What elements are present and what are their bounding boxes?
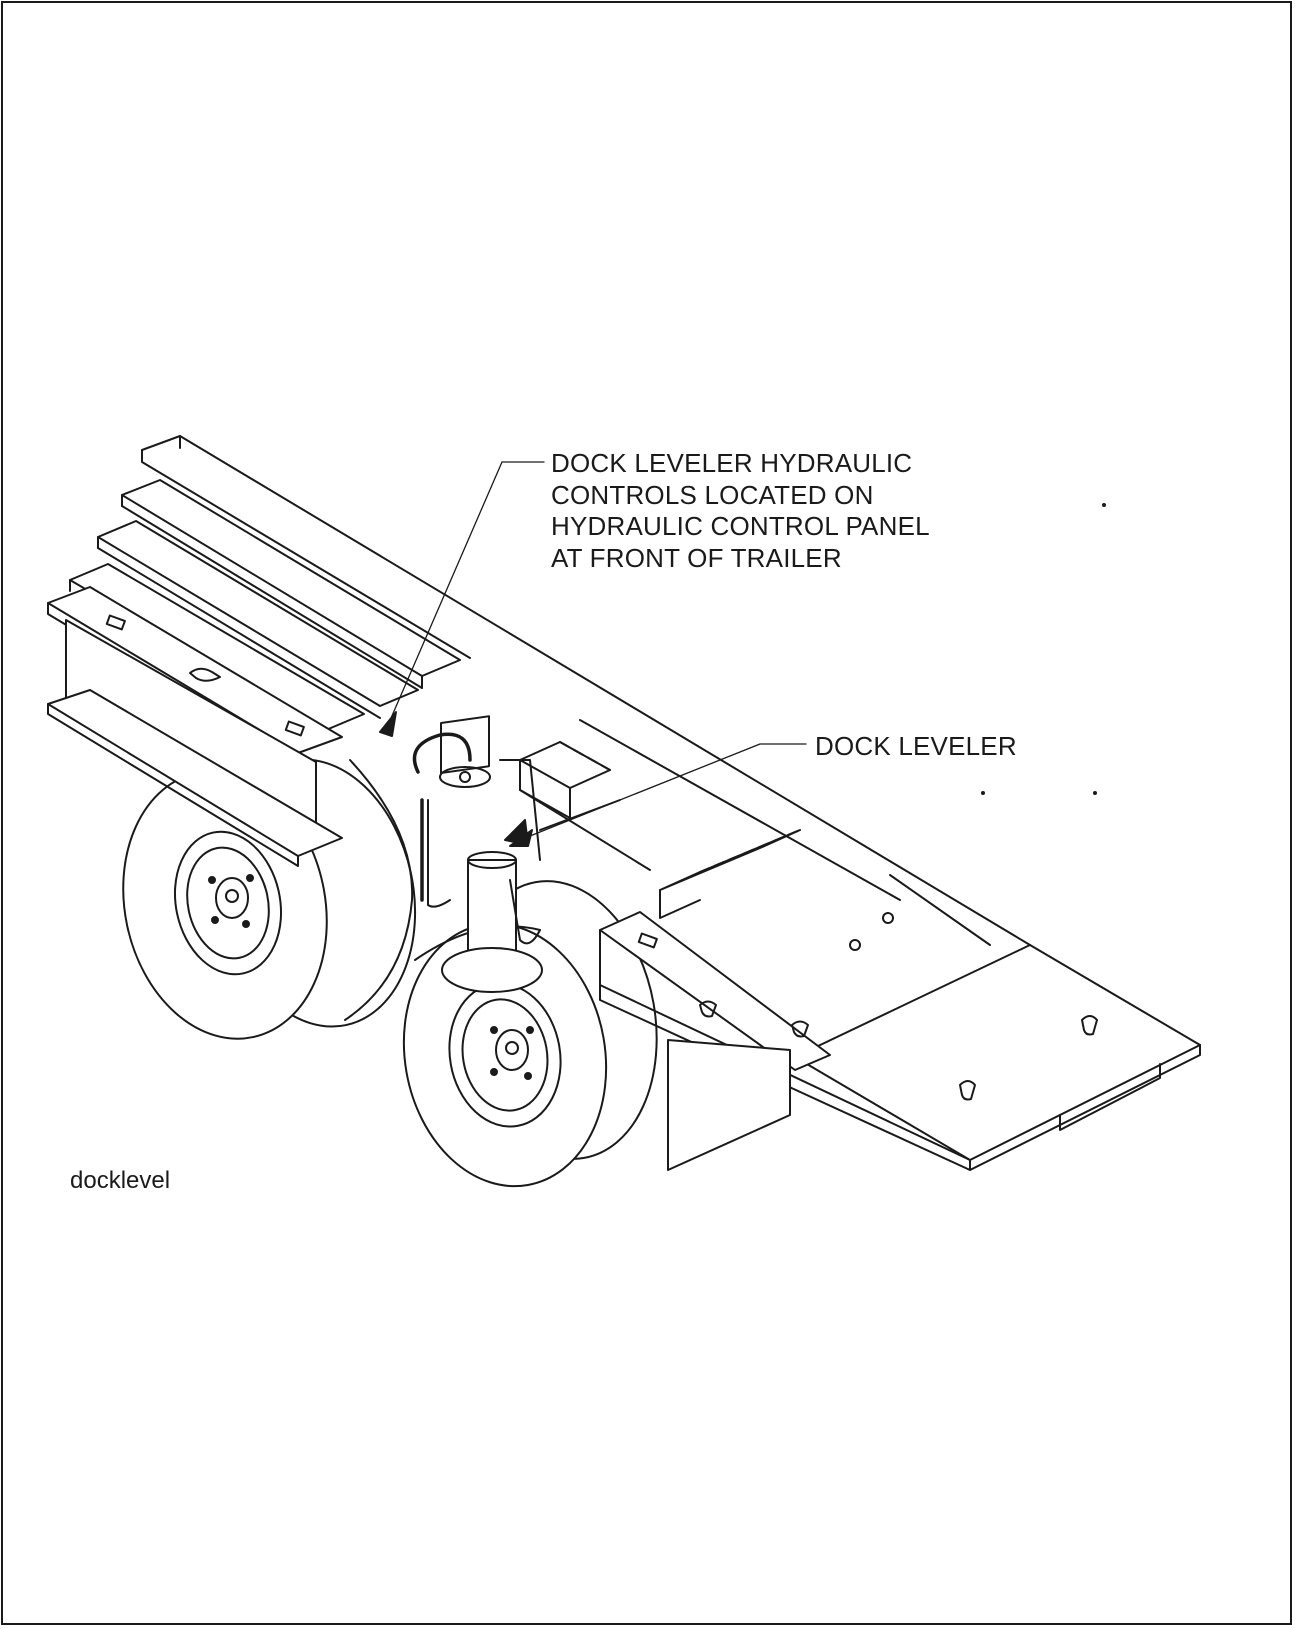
callout-line: DOCK LEVELER HYDRAULIC [551, 448, 913, 478]
figure-id: docklevel [70, 1167, 171, 1194]
hydraulic-controls-callout: DOCK LEVELER HYDRAULIC CONTROLS LOCATED … [551, 448, 930, 574]
callout-line: AT FRONT OF TRAILER [551, 542, 842, 573]
trailer-deck [47, 435, 1201, 1046]
dock-leveler-callout: DOCK LEVELER [815, 731, 1017, 761]
frame-crossmembers [519, 719, 991, 951]
dock-leveler-ramp [599, 911, 1201, 1171]
leader-lines [379, 461, 807, 847]
hydraulic-unit [412, 715, 543, 993]
callout-line: HYDRAULIC CONTROL PANEL [551, 511, 930, 541]
callout-line: CONTROLS LOCATED ON [551, 479, 874, 510]
